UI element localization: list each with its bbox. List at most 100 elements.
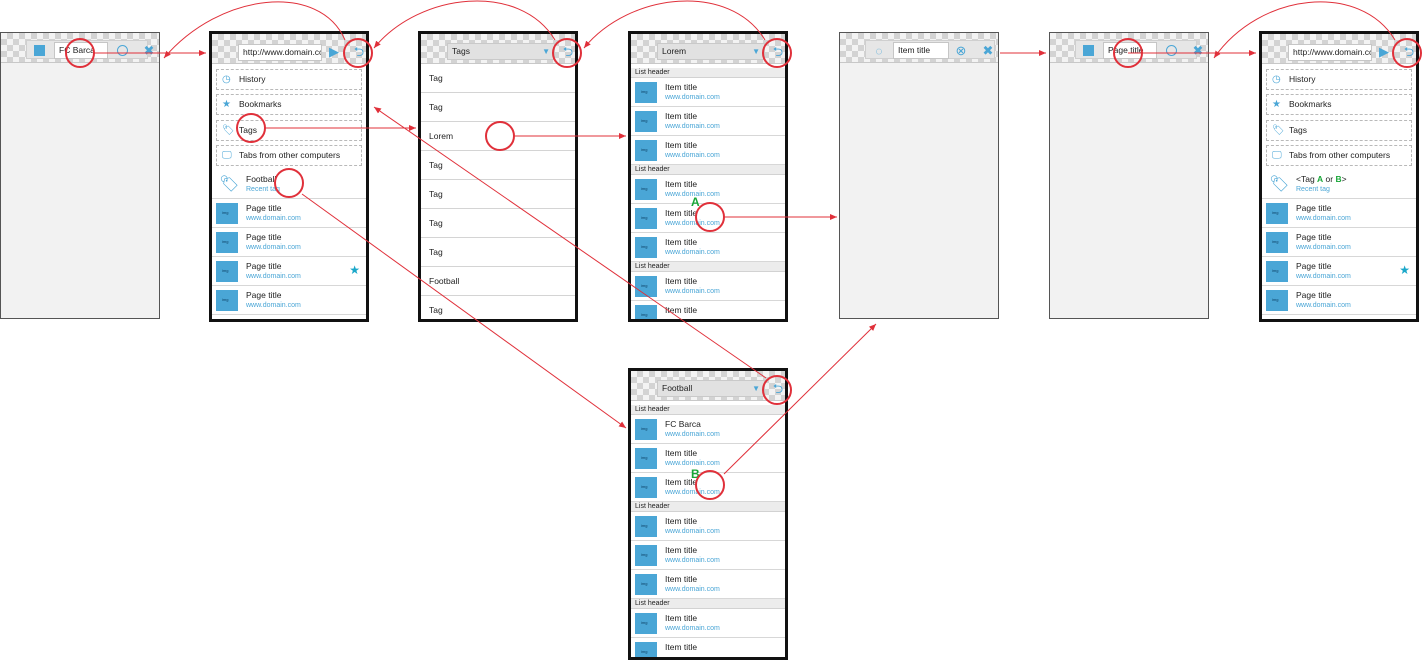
address-field[interactable]: Item title: [893, 42, 949, 59]
tag-row[interactable]: Tag: [421, 238, 575, 267]
item-thumbnail: [635, 574, 657, 595]
recent-tag-a: A: [1317, 174, 1324, 184]
list-header: List header: [631, 405, 785, 415]
bookmark-star-icon[interactable]: ★: [1399, 263, 1410, 277]
back-icon[interactable]: ⮌: [353, 44, 365, 59]
item-row[interactable]: Item title: [631, 638, 785, 657]
address-field[interactable]: FC Barca: [54, 42, 108, 59]
close-icon[interactable]: ✖: [143, 43, 155, 58]
menu-tags[interactable]: 🏷Tags: [216, 120, 362, 141]
caret-down-icon: ▼: [752, 384, 760, 393]
menu-history[interactable]: ◷History: [216, 69, 362, 90]
screen-tags-list: Tags▼ ⮌ Tag Tag Lorem Tag Tag Tag Tag Fo…: [418, 31, 578, 322]
reload-icon[interactable]: [1166, 45, 1177, 56]
tag-row[interactable]: Tag: [421, 180, 575, 209]
tag-row[interactable]: Tag: [421, 93, 575, 122]
tag-select[interactable]: Lorem▼: [657, 43, 765, 60]
menu-bookmarks[interactable]: ★Bookmarks: [1266, 94, 1412, 115]
address-field[interactable]: Page title: [1103, 42, 1157, 59]
item-thumbnail: [635, 111, 657, 132]
clear-icon[interactable]: ⊗: [955, 43, 967, 58]
tag-row[interactable]: Tag: [421, 209, 575, 238]
menu-history[interactable]: ◷History: [1266, 69, 1412, 90]
page-title: Page title: [246, 232, 282, 242]
go-icon[interactable]: ▶: [1379, 44, 1389, 59]
reload-icon[interactable]: [117, 45, 128, 56]
tag-select[interactable]: Football ▼: [657, 380, 765, 397]
screen-start-page-recent: http://www.domain.co ▶ ⮌ ◷History ★Bookm…: [1259, 31, 1419, 322]
url-field[interactable]: http://www.domain.co: [238, 44, 322, 61]
menu-bookmarks[interactable]: ★Bookmarks: [216, 94, 362, 115]
menu-label: Tags: [1289, 125, 1307, 135]
tag-icon: 🏷: [219, 176, 240, 193]
page-row[interactable]: [1262, 315, 1416, 319]
screen-lorem-items: Lorem▼ ⮌ List header Item titlewww.domai…: [628, 31, 788, 322]
item-thumbnail: [635, 642, 657, 657]
bookmark-star-icon[interactable]: ★: [349, 263, 360, 277]
tag-row[interactable]: Lorem: [421, 122, 575, 151]
stop-icon[interactable]: [1083, 45, 1094, 56]
menu-label: Bookmarks: [1289, 99, 1332, 109]
page-title: Page title: [246, 203, 282, 213]
back-icon[interactable]: ⮌: [1403, 44, 1415, 59]
item-title: Item title: [665, 642, 698, 652]
page-url: www.domain.com: [246, 302, 301, 309]
close-icon[interactable]: ✖: [1192, 43, 1204, 58]
recent-tag-row[interactable]: 🏷 <Tag A or B> Recent tag: [1262, 170, 1416, 199]
item-row[interactable]: Item title www.domain.com: [631, 204, 785, 233]
item-title: Item title: [665, 208, 698, 218]
select-value: Football: [662, 383, 693, 393]
url-field[interactable]: http://www.domain.co: [1288, 44, 1372, 61]
page-row[interactable]: [212, 315, 366, 319]
tag-row[interactable]: Football: [421, 267, 575, 296]
menu-tabs-other-computers[interactable]: 🖵Tabs from other computers: [1266, 145, 1412, 166]
item-url: www.domain.com: [665, 249, 720, 256]
item-thumbnail: [635, 305, 657, 319]
menu-tags[interactable]: 🏷 Tags: [1266, 120, 1412, 141]
tag-row[interactable]: Tag: [421, 64, 575, 93]
stop-icon[interactable]: [34, 45, 45, 56]
item-title: Item title: [665, 305, 698, 315]
item-url: www.domain.com: [665, 220, 720, 227]
back-icon[interactable]: ⮌: [562, 44, 574, 59]
tag-row[interactable]: Tag: [421, 296, 575, 319]
recent-tag-row[interactable]: 🏷 Football Recent tag: [212, 170, 366, 199]
item-title: Item title: [665, 82, 698, 92]
menu-label: History: [1289, 74, 1316, 84]
item-row[interactable]: Item title: [631, 301, 785, 319]
go-icon[interactable]: ▶: [329, 44, 339, 59]
back-icon[interactable]: ⮌: [772, 44, 784, 59]
tag-row[interactable]: Tag: [421, 151, 575, 180]
menu-tabs-other-computers[interactable]: 🖵Tabs from other computers: [216, 145, 362, 166]
spinner-icon: ◌: [875, 44, 883, 58]
tag-icon: 🏷: [1272, 125, 1285, 136]
close-icon[interactable]: ✖: [982, 43, 994, 58]
item-title: Item title: [665, 574, 698, 584]
back-icon[interactable]: ⮌: [772, 381, 784, 396]
item-thumbnail: [635, 419, 657, 440]
item-thumbnail: [635, 208, 657, 229]
list-header: List header: [631, 502, 785, 512]
tags-select[interactable]: Tags▼: [447, 43, 555, 60]
